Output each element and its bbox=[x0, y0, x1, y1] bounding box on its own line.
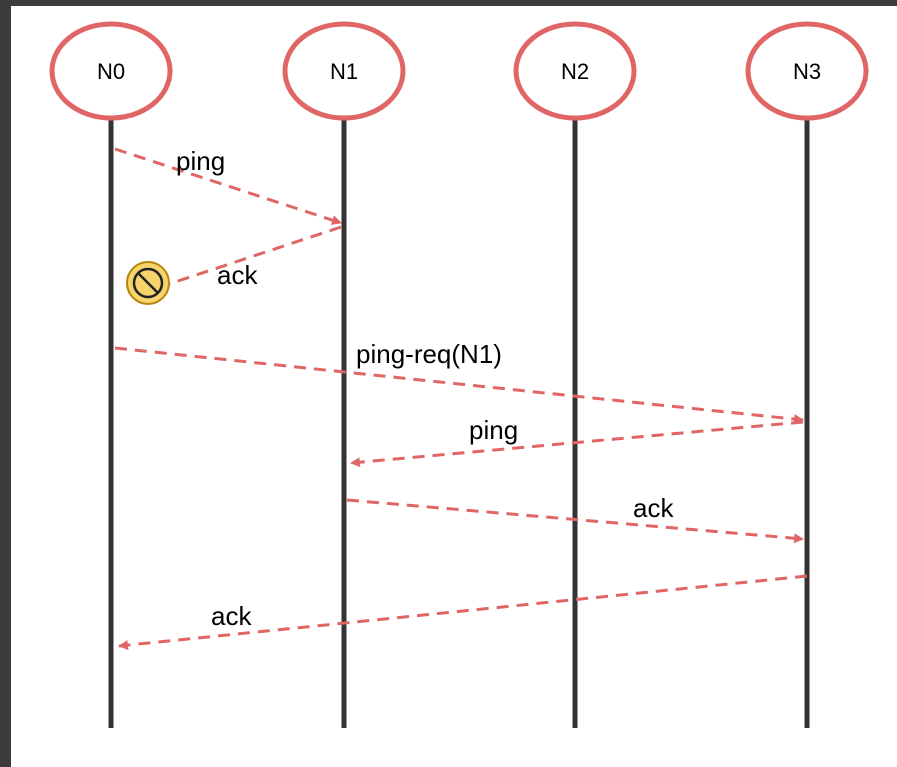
node-label: N1 bbox=[330, 59, 358, 84]
message-1: ping bbox=[114, 146, 342, 225]
node-circle bbox=[282, 21, 406, 121]
message-label: ack bbox=[633, 493, 674, 523]
message-arrow bbox=[114, 346, 804, 425]
message-arrow bbox=[346, 498, 804, 544]
message-label: ping-req(N1) bbox=[356, 339, 502, 369]
node-circle bbox=[49, 21, 173, 121]
node-circle bbox=[513, 21, 637, 121]
node-n2: N2 bbox=[513, 21, 637, 121]
message-arrow bbox=[150, 225, 342, 292]
node-label: N2 bbox=[561, 59, 589, 84]
message-arrow bbox=[118, 574, 808, 651]
message-arrow bbox=[114, 147, 342, 225]
node-label: N3 bbox=[793, 59, 821, 84]
message-label: ping bbox=[176, 146, 225, 176]
prohibited-icon bbox=[126, 261, 170, 305]
node-circle bbox=[745, 21, 869, 121]
node-label: N0 bbox=[97, 59, 125, 84]
sequence-diagram: ping ack ping-req(N1) ping ack ack N0 N1 N2 N3 bbox=[11, 6, 897, 767]
message-5: ack bbox=[346, 493, 804, 544]
message-3: ping-req(N1) bbox=[114, 339, 804, 425]
message-2: ack bbox=[126, 225, 342, 305]
message-label: ack bbox=[211, 601, 252, 631]
message-label: ack bbox=[217, 260, 258, 290]
node-n0: N0 bbox=[49, 21, 173, 121]
diagram-svg: ping ack ping-req(N1) ping ack ack N0 N1 N2 N3 bbox=[49, 21, 869, 728]
node-n3: N3 bbox=[745, 21, 869, 121]
node-n1: N1 bbox=[282, 21, 406, 121]
message-label: ping bbox=[469, 415, 518, 445]
message-6: ack bbox=[118, 574, 808, 651]
message-arrow bbox=[350, 420, 804, 468]
message-4: ping bbox=[350, 415, 804, 468]
